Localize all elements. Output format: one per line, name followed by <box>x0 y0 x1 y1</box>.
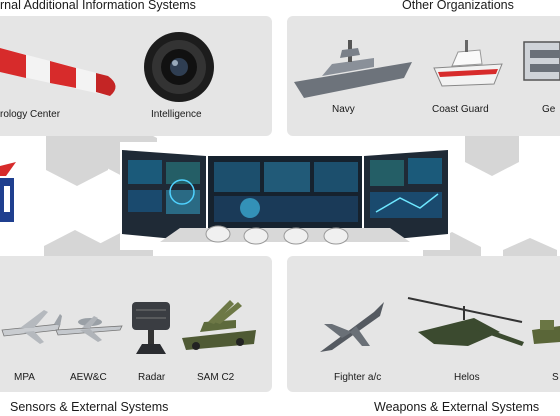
label-radar: Radar <box>138 372 166 383</box>
label-helos: Helos <box>454 372 480 383</box>
label-intelligence: Intelligence <box>151 109 202 120</box>
helicopter-icon <box>407 297 524 346</box>
label-ship: S <box>552 372 559 383</box>
camera-lens-icon <box>144 32 214 102</box>
label-government: Ge <box>542 104 556 115</box>
windsock-icon <box>0 48 116 96</box>
connector-hex-top-left <box>46 120 108 186</box>
fighter-aircraft-icon <box>320 302 384 352</box>
emblem-logo <box>0 160 20 230</box>
government-building-icon <box>523 41 560 81</box>
radar-icon <box>132 302 170 354</box>
coast-guard-boat-icon <box>433 40 503 87</box>
ship-weapon-icon <box>532 320 560 344</box>
label-mpa: MPA <box>14 372 35 383</box>
title-sensors: Sensors & External Systems <box>10 400 169 414</box>
label-meteorology-center: rology Center <box>0 109 61 120</box>
label-fighter: Fighter a/c <box>334 372 382 383</box>
mpa-aircraft-icon <box>1 310 62 344</box>
title-additional-information: rnal Additional Information Systems <box>0 0 196 12</box>
operations-center-room <box>120 142 450 250</box>
label-sam-c2: SAM C2 <box>197 372 235 383</box>
aewc-aircraft-icon <box>55 316 123 342</box>
panel-weapons <box>287 256 560 392</box>
title-other-organizations: Other Organizations <box>402 0 514 12</box>
label-navy: Navy <box>332 104 355 115</box>
title-weapons: Weapons & External Systems <box>374 400 540 414</box>
sam-launcher-icon <box>182 300 256 350</box>
label-coast-guard: Coast Guard <box>432 104 489 115</box>
navy-ship-icon <box>294 40 412 98</box>
label-aewc: AEW&C <box>70 372 107 383</box>
